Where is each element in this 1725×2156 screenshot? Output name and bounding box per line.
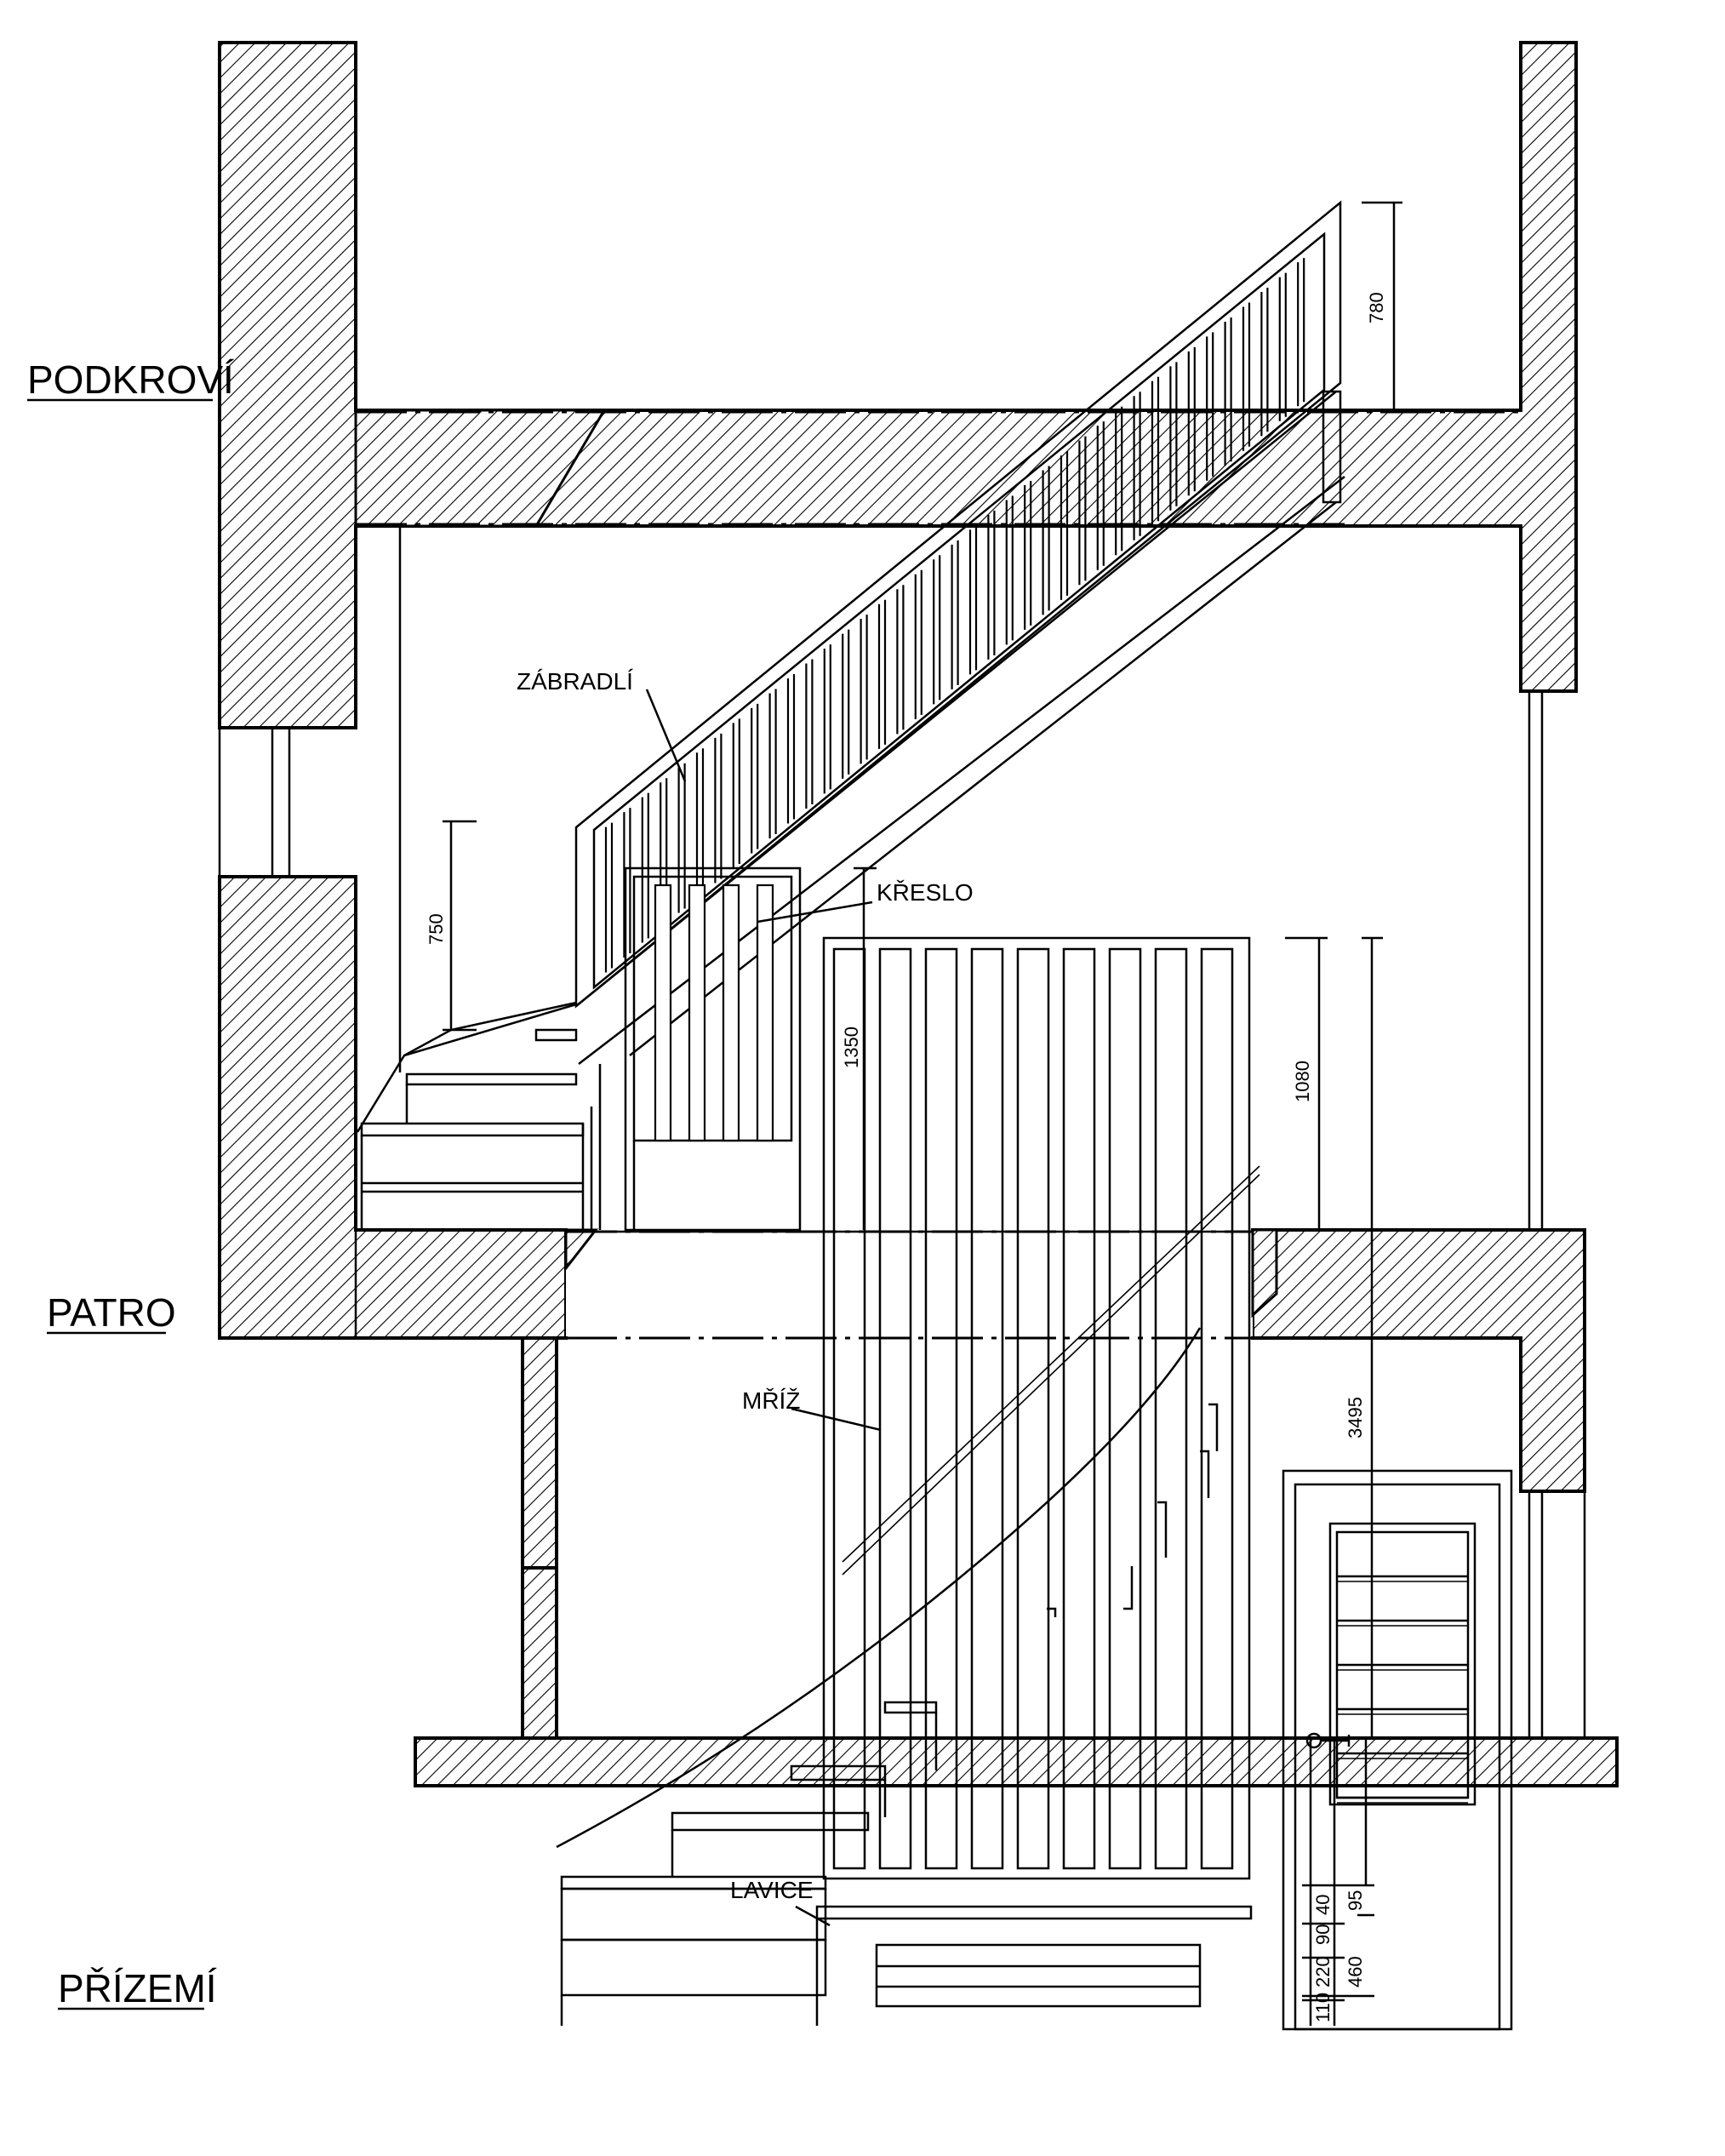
floor-reference-lines (356, 410, 1521, 1340)
level-label-upper-floor: PATRO (47, 1290, 176, 1335)
dim-1350: 1350 (841, 1027, 862, 1068)
grille-bar (878, 947, 912, 1870)
ground-left-wall-lower (521, 1566, 558, 1740)
structure (218, 41, 1619, 1787)
floor-slab-right (1251, 1228, 1586, 1493)
dim-1080: 1080 (1292, 1061, 1313, 1102)
upper-flight (356, 1001, 602, 1230)
lower-flight (556, 1165, 1260, 2026)
level-label-ground-floor: PŘÍZEMÍ (58, 1966, 217, 2010)
dim-40: 40 (1312, 1895, 1334, 1915)
ground-left-wall (521, 1336, 558, 1570)
dim-90: 90 (1312, 1924, 1334, 1945)
ground-slab (414, 1736, 1619, 1787)
chair-slat (654, 884, 672, 1142)
grille-bar (832, 947, 866, 1870)
chair-slat (756, 884, 774, 1142)
label-bench: LAVICE (730, 1877, 814, 1903)
label-chair: KŘESLO (877, 879, 974, 906)
dim-3495: 3495 (1345, 1397, 1366, 1438)
chair-slat (688, 884, 706, 1142)
grille (822, 936, 1251, 1880)
dim-220: 220 (1312, 1956, 1334, 1987)
grille-bar (1016, 947, 1050, 1870)
door (1282, 1469, 1513, 2031)
chair-slat (722, 884, 740, 1142)
leaders (645, 689, 882, 1927)
dim-110: 110 (1312, 1993, 1334, 2022)
grille-bar (970, 947, 1004, 1870)
label-grille: MŘÍŽ (742, 1387, 800, 1414)
dim-460: 460 (1345, 1956, 1366, 1987)
railing-posts (604, 258, 1305, 973)
grille-bar (1108, 947, 1142, 1870)
dim-750: 750 (426, 913, 447, 945)
stair-railing (574, 200, 1345, 1065)
annotation-labels: ZÁBRADLÍ KŘESLO MŘÍŽ LAVICE (517, 668, 974, 1903)
grille-bar (1062, 947, 1096, 1870)
dimensions (443, 201, 1402, 2026)
grille-bar (1200, 947, 1234, 1870)
grille-bars (832, 947, 1234, 1870)
level-labels: PODKROVÍ PATRO PŘÍZEMÍ (27, 357, 234, 2010)
stair-void (566, 1232, 1253, 1336)
door-panes (1337, 1575, 1468, 1804)
floor-slab-left (218, 875, 568, 1340)
dimension-labels: 780 750 1350 1080 3495 110 220 90 40 460… (426, 292, 1387, 2022)
dim-95: 95 (1345, 1890, 1366, 1911)
level-label-attic: PODKROVÍ (27, 357, 234, 402)
dim-780: 780 (1366, 292, 1387, 323)
chair (624, 866, 802, 1232)
label-railing: ZÁBRADLÍ (517, 668, 633, 695)
chair-slats (654, 884, 774, 1142)
grille-bar (924, 947, 958, 1870)
grille-bar (1154, 947, 1188, 1870)
